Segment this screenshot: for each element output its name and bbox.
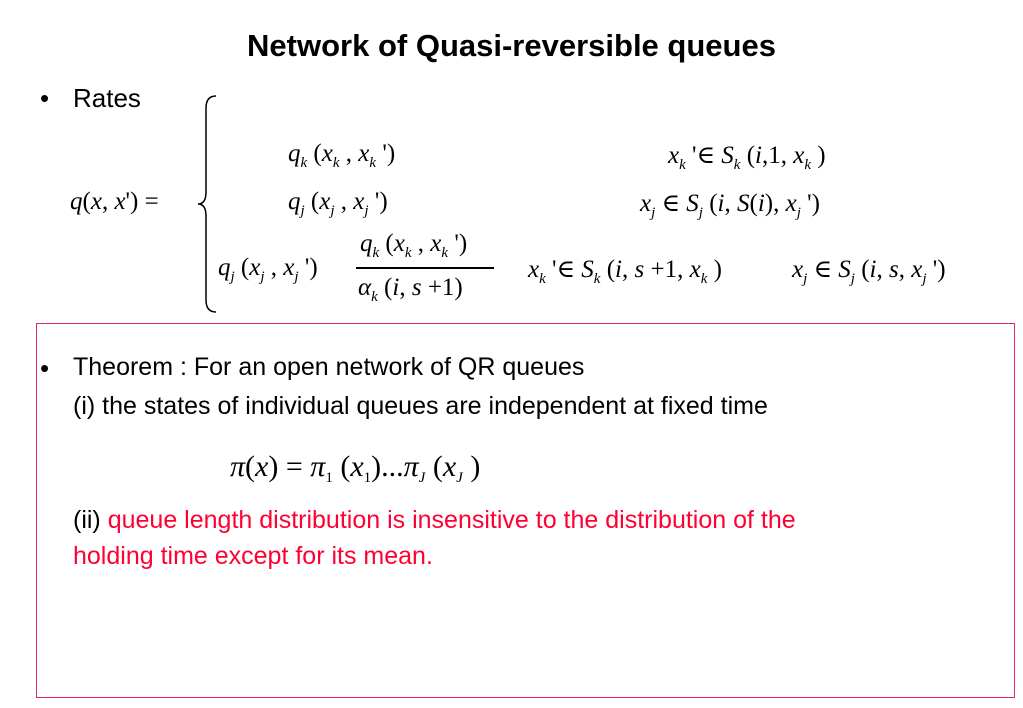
theorem-heading: Theorem : For an open network of QR queu… [73, 353, 585, 381]
case1-rate: qk (xk , xk ') [288, 140, 396, 171]
theorem-box [36, 323, 1015, 698]
case3-denominator: αk (i, s +1) [358, 274, 463, 305]
lhs-q: q(x, x') = [70, 188, 159, 215]
case3-condition-j: xj ∈ Sj (i, s, xj ') [792, 256, 946, 287]
fraction-bar [356, 267, 494, 269]
bullet-dot: • [40, 83, 50, 113]
product-form-equation: π(x) = π1 (x1)...πJ (xJ ) [230, 450, 481, 486]
case3-numerator: qk (xk , xk ') [360, 230, 468, 261]
case2-condition: xj ∈ Sj (i, S(i), xj ') [640, 190, 820, 221]
case1-condition: xk '∈ Sk (i,1, xk ) [668, 142, 826, 173]
slide-title: Network of Quasi-reversible queues [247, 28, 776, 63]
item-ii-prefix: (ii) [73, 506, 108, 534]
theorem-item-i: (i) the states of individual queues are … [73, 392, 768, 420]
case3-condition-k: xk '∈ Sk (i, s +1, xk ) [528, 256, 722, 287]
case2-rate: qj (xj , xj ') [288, 188, 388, 219]
bullet-rates: Rates [73, 83, 141, 113]
case3-rate-prefix: qj (xj , xj ') [218, 254, 318, 285]
bullet-dot: • [40, 353, 50, 383]
left-brace-icon [197, 95, 217, 313]
item-ii-red-line2: holding time except for its mean. [73, 542, 433, 570]
theorem-item-ii: (ii) queue length distribution is insens… [73, 506, 796, 535]
item-ii-red-line1: queue length distribution is insensitive… [107, 506, 796, 534]
